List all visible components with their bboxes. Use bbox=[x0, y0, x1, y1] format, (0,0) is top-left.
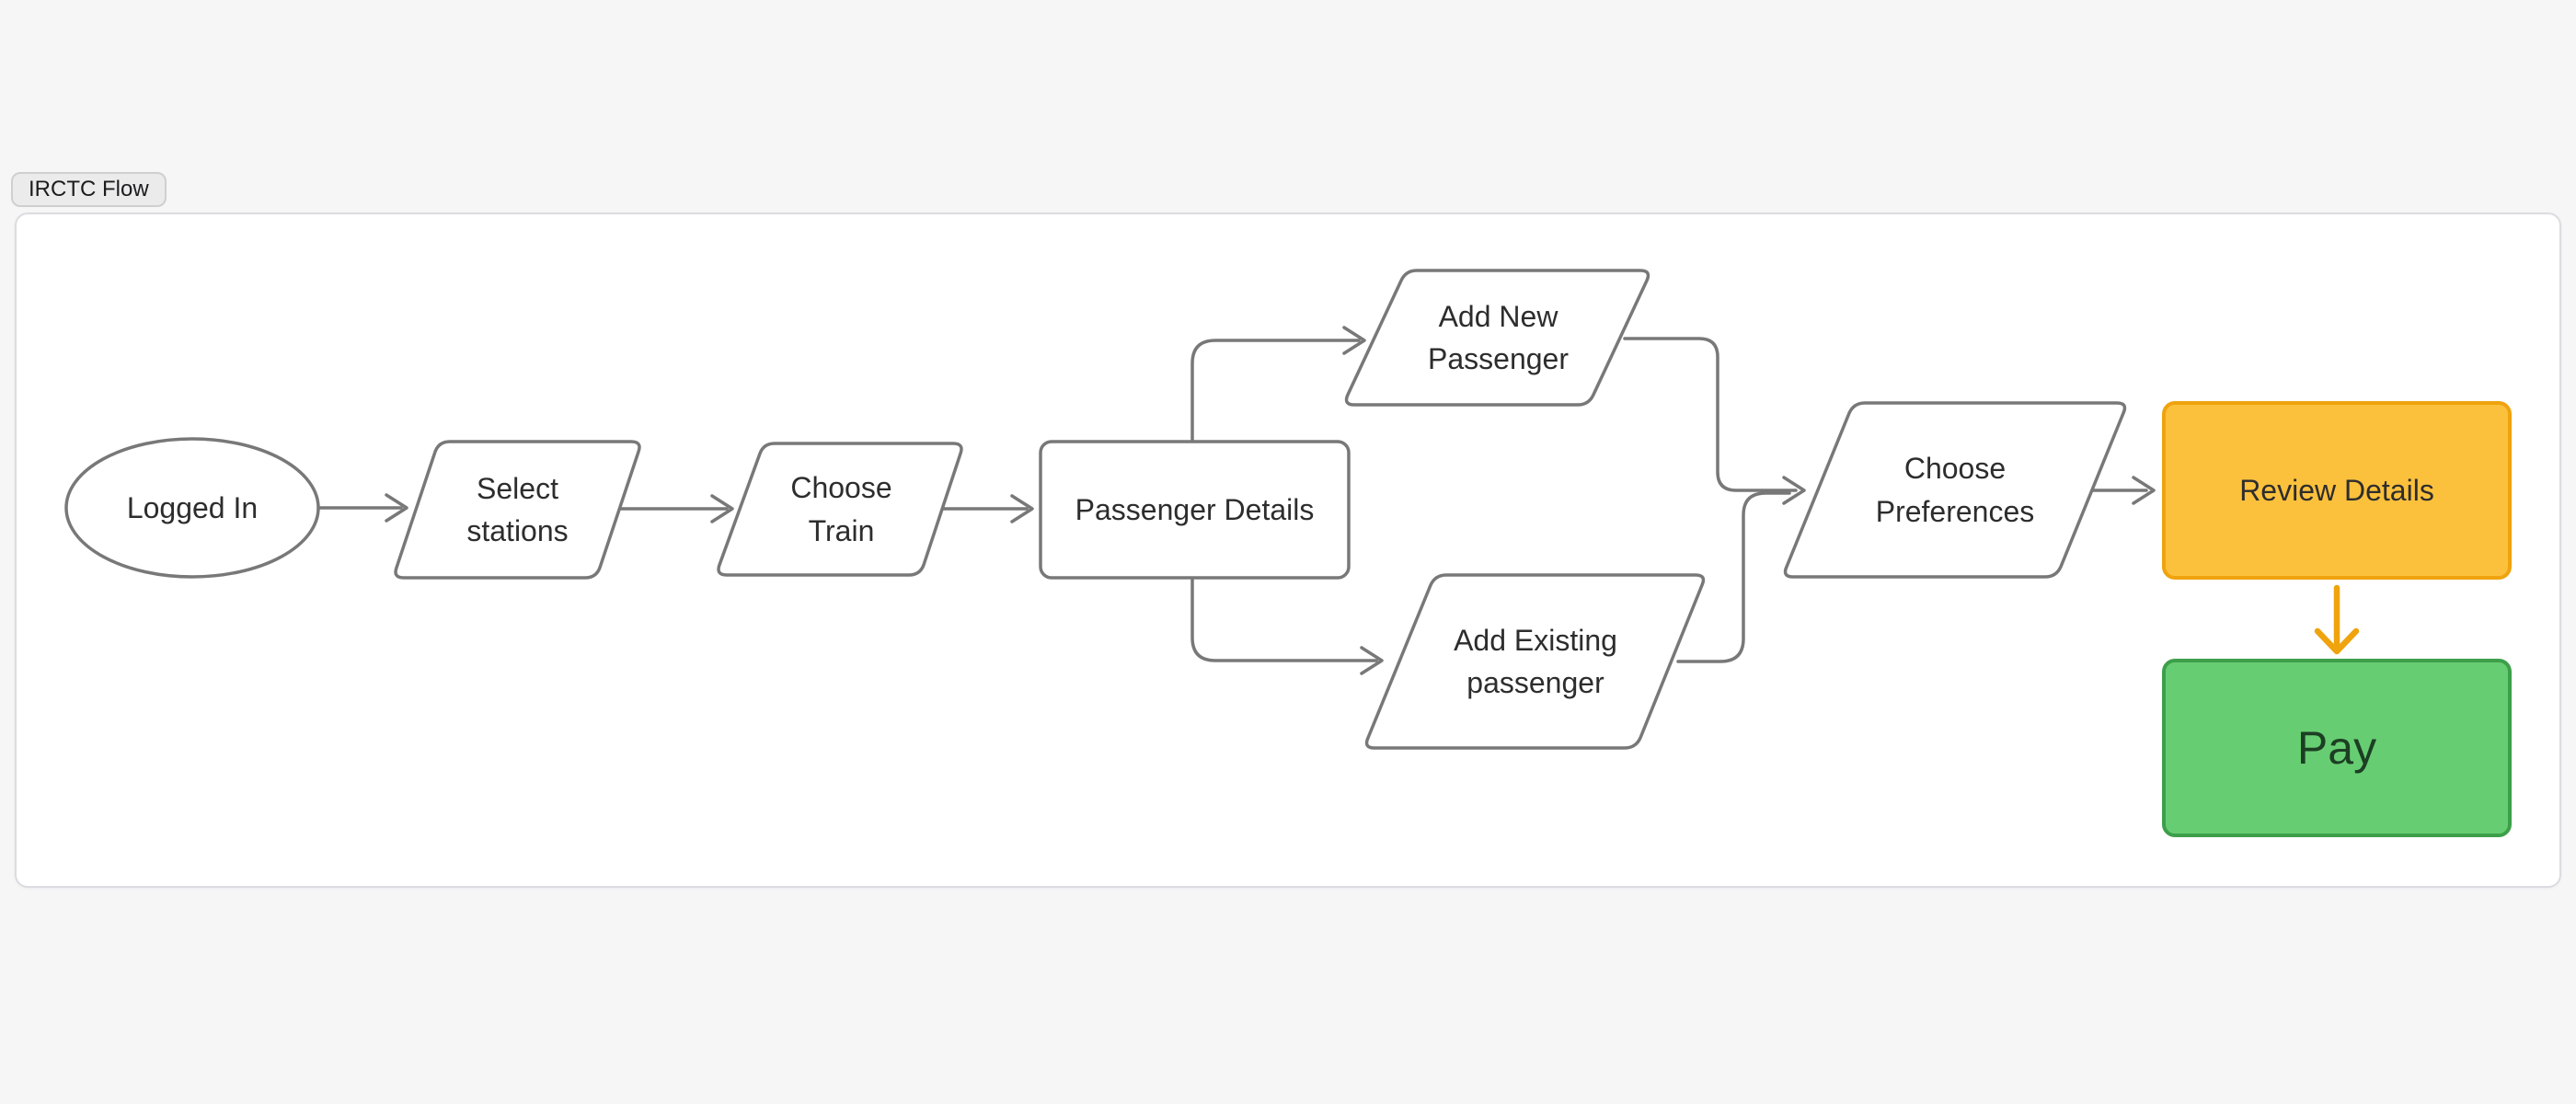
edge-line bbox=[1190, 339, 1361, 442]
edge-line bbox=[1676, 491, 1791, 663]
edge-passenger-details-to-add-existing-passenger[interactable] bbox=[1190, 578, 1384, 675]
arrowhead-icon bbox=[710, 494, 734, 523]
arrowhead-icon bbox=[2132, 476, 2156, 505]
node-choose-preferences-shape[interactable] bbox=[1783, 401, 2127, 579]
edge-add-existing-passenger-to-choose-preferences[interactable] bbox=[1676, 491, 1791, 663]
node-logged-in-shape[interactable] bbox=[64, 437, 320, 579]
arrowhead-icon bbox=[385, 493, 408, 523]
arrowhead-icon bbox=[2314, 627, 2360, 655]
edge-choose-train-to-passenger-details[interactable] bbox=[940, 494, 1034, 523]
frame-label-chip[interactable]: IRCTC Flow bbox=[11, 172, 167, 207]
node-passenger-details-shape[interactable] bbox=[1039, 440, 1351, 580]
node-add-existing-passenger-shape[interactable] bbox=[1364, 573, 1706, 750]
arrowhead-icon bbox=[1360, 646, 1384, 675]
node-add-new-passenger-shape[interactable] bbox=[1344, 269, 1650, 407]
node-select-stations-shape[interactable] bbox=[394, 440, 641, 580]
node-choose-train-shape[interactable] bbox=[717, 442, 963, 577]
edge-choose-preferences-to-review-details[interactable] bbox=[2090, 476, 2156, 505]
edge-line bbox=[1190, 578, 1378, 662]
node-pay-shape[interactable] bbox=[2162, 659, 2512, 837]
arrowhead-icon bbox=[1342, 326, 1366, 355]
frame-label-text: IRCTC Flow bbox=[29, 177, 149, 201]
arrowhead-icon bbox=[1010, 494, 1034, 523]
edge-passenger-details-to-add-new-passenger[interactable] bbox=[1190, 326, 1366, 442]
edge-review-details-to-pay[interactable] bbox=[2314, 584, 2360, 655]
edge-line bbox=[1623, 337, 1798, 492]
edge-add-new-passenger-to-choose-preferences[interactable] bbox=[1623, 337, 1806, 505]
node-review-details-shape[interactable] bbox=[2162, 401, 2512, 580]
edge-select-stations-to-choose-train[interactable] bbox=[617, 494, 734, 523]
arrowhead-icon bbox=[1782, 476, 1806, 505]
edge-logged-in-to-select-stations[interactable] bbox=[318, 493, 408, 523]
